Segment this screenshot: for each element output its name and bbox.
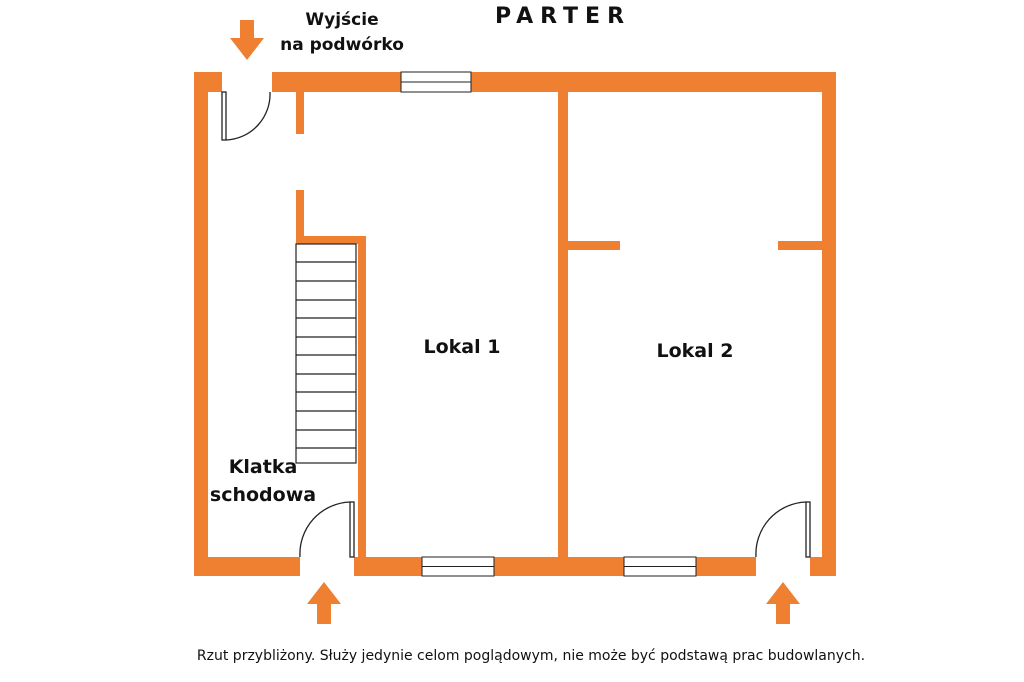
plan-title: PARTER: [495, 4, 631, 29]
footnote: Rzut przybliżony. Służy jedynie celom po…: [196, 648, 866, 664]
wall-right: [822, 72, 836, 576]
wall-stair-top: [296, 92, 304, 134]
wall-top: [272, 72, 836, 92]
room-label-stairs-line2: schodowa: [210, 484, 316, 506]
arrow-down-icon: [230, 20, 264, 60]
wall-stair-mid: [296, 190, 304, 238]
door-yard-leaf: [221, 91, 227, 141]
exit-label-line1: Wyjście: [305, 10, 378, 30]
wall-stub-left: [568, 241, 620, 250]
wall-bottom-right: [810, 557, 836, 576]
door-yard-swing: [225, 91, 271, 141]
arrows: [230, 20, 800, 624]
door-stair-swing: [299, 501, 351, 558]
wall-stair-right: [358, 236, 366, 558]
room-label-lokal1: Lokal 1: [424, 336, 501, 358]
room-label-stairs-line1: Klatka: [229, 456, 298, 478]
wall-left: [194, 72, 208, 576]
staircase: [295, 243, 357, 464]
arrow-up-icon: [766, 582, 800, 624]
wall-partition: [558, 92, 568, 558]
door-lokal2-swing: [755, 501, 807, 558]
doors: [221, 91, 811, 558]
door-lokal2-leaf: [805, 501, 811, 558]
wall-stair-cap: [296, 236, 366, 244]
wall-stub-right: [778, 241, 822, 250]
door-stair-leaf: [349, 501, 355, 558]
exit-label-line2: na podwórko: [280, 35, 404, 55]
windows: [400, 71, 697, 577]
wall-bottom-left: [194, 557, 300, 576]
room-label-lokal2: Lokal 2: [657, 340, 734, 362]
arrow-up-icon: [307, 582, 341, 624]
